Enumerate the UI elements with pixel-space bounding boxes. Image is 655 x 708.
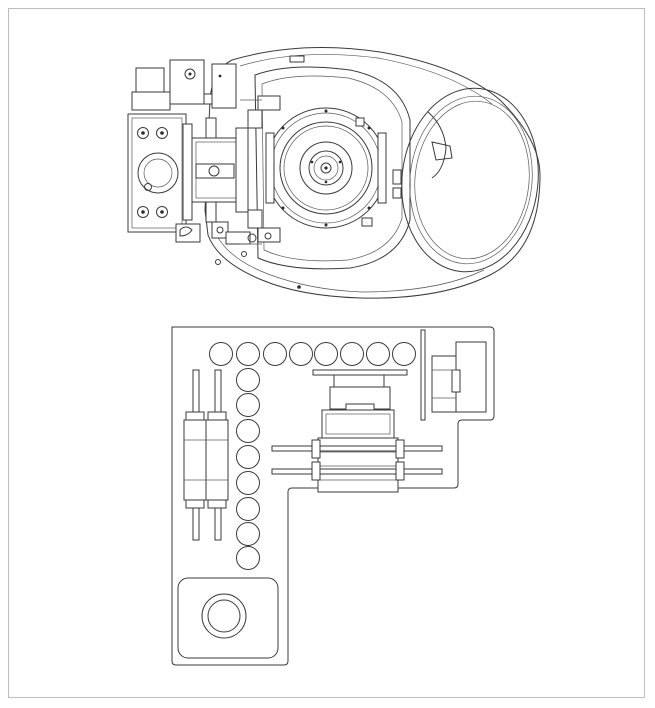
rotor-assembly xyxy=(265,107,387,229)
assembly-top-view xyxy=(127,47,541,299)
drawing-frame xyxy=(8,8,645,698)
drum-ring-outer xyxy=(401,87,539,273)
layout-outline xyxy=(171,326,495,666)
top-row-circles xyxy=(209,342,416,366)
right-bracket xyxy=(420,329,487,421)
drum-ring-inner xyxy=(409,95,533,265)
base-pad xyxy=(177,577,279,659)
layout-plan-view xyxy=(171,326,495,666)
left-mounting-block xyxy=(127,59,281,265)
vertical-cylinders xyxy=(183,369,229,541)
column-circles xyxy=(236,368,260,570)
housing-outline xyxy=(204,47,541,299)
horizontal-cylinders xyxy=(271,439,443,481)
